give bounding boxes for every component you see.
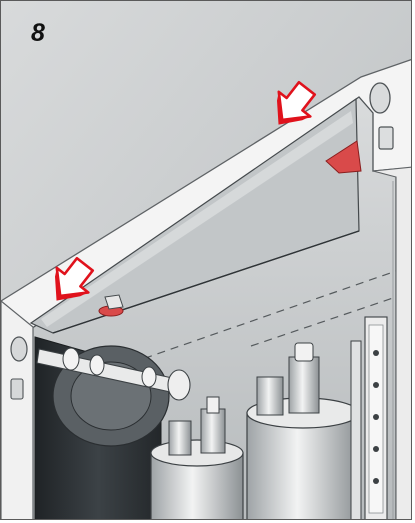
cover-plate-edge bbox=[52, 230, 360, 334]
release-tab-right bbox=[325, 140, 362, 174]
capacitor-right bbox=[246, 412, 360, 519]
terminal-spade bbox=[206, 396, 220, 414]
terminal-post bbox=[350, 340, 362, 519]
right-flange bbox=[372, 166, 411, 519]
left-frame-post bbox=[1, 300, 34, 519]
rod-nut bbox=[62, 347, 80, 371]
strip-hole bbox=[373, 350, 379, 356]
capacitor-left-terminal bbox=[200, 408, 226, 454]
capacitor-left-top bbox=[150, 439, 244, 467]
rod-bracket bbox=[167, 369, 191, 401]
left-slot-hole bbox=[10, 378, 24, 400]
strip-hole bbox=[373, 414, 379, 420]
guide-line bbox=[130, 270, 397, 364]
terminal-spade bbox=[294, 342, 314, 362]
rod-nut bbox=[141, 366, 157, 388]
strip-hole bbox=[373, 478, 379, 484]
strip-hole bbox=[373, 382, 379, 388]
slot-hole bbox=[378, 126, 394, 150]
cover-plate-lip bbox=[41, 111, 353, 327]
latch-clip bbox=[104, 294, 124, 310]
push-arrow-icon bbox=[277, 80, 317, 125]
capacitor-right-terminal bbox=[256, 376, 284, 416]
rod-nut bbox=[89, 354, 105, 376]
guide-line bbox=[250, 296, 397, 347]
capacitor-left-terminal bbox=[168, 420, 192, 456]
mounting-hole bbox=[369, 82, 391, 114]
strip-hole bbox=[373, 446, 379, 452]
push-arrow-icon bbox=[55, 256, 95, 301]
left-mounting-hole bbox=[10, 336, 28, 362]
capacitor-right-terminal bbox=[288, 356, 320, 414]
step-number: 8 bbox=[31, 19, 45, 47]
